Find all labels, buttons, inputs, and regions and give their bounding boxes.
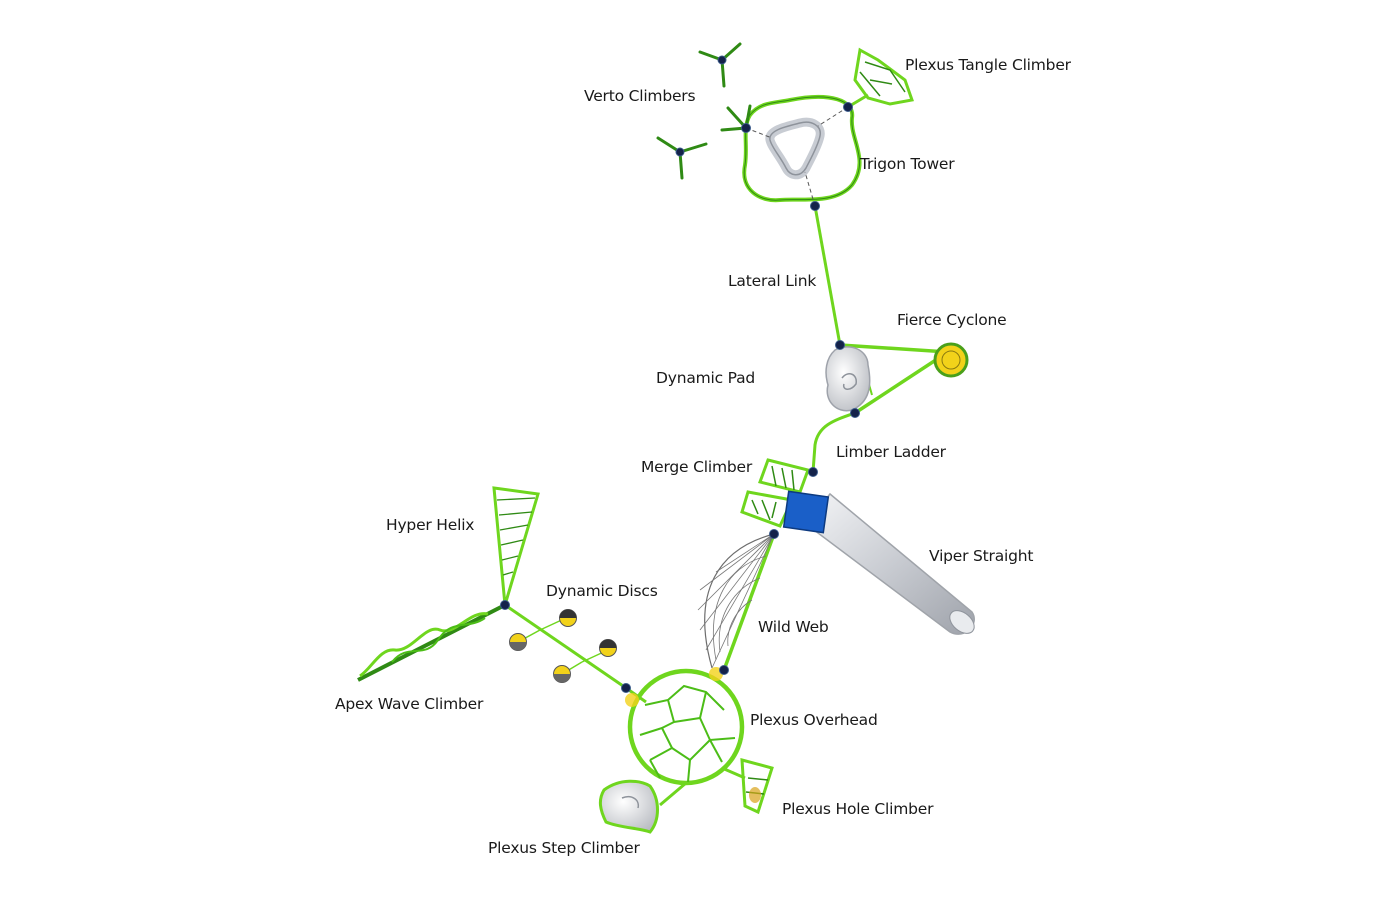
- verto-climbers: [656, 42, 752, 180]
- plexus-hole-climber: [740, 758, 774, 815]
- label-plexus-step-climber: Plexus Step Climber: [488, 839, 640, 857]
- label-apex-wave-climber: Apex Wave Climber: [335, 695, 484, 713]
- label-fierce-cyclone: Fierce Cyclone: [897, 311, 1007, 329]
- lateral-link: [813, 205, 842, 346]
- label-dynamic-discs: Dynamic Discs: [546, 582, 658, 600]
- label-merge-climber: Merge Climber: [641, 458, 752, 476]
- trigon-tower: [742, 94, 862, 207]
- merge-climber: [740, 458, 810, 528]
- wild-web: [697, 533, 776, 671]
- dynamic-discs: [504, 603, 723, 707]
- label-plexus-tangle-climber: Plexus Tangle Climber: [905, 56, 1071, 74]
- label-dynamic-pad: Dynamic Pad: [656, 369, 756, 387]
- label-limber-ladder: Limber Ladder: [836, 443, 946, 461]
- label-lateral-link: Lateral Link: [728, 272, 817, 290]
- viper-straight: [782, 490, 975, 635]
- dynamic-pad: [825, 346, 871, 412]
- label-verto-climbers: Verto Climbers: [584, 87, 696, 105]
- hyper-helix: [492, 486, 540, 606]
- plexus-step-climber: [598, 779, 659, 834]
- connection-nodes: [500, 55, 860, 693]
- label-hyper-helix: Hyper Helix: [386, 516, 475, 534]
- label-wild-web: Wild Web: [758, 618, 829, 636]
- plexus-overhead: [627, 668, 746, 807]
- apex-wave-climber: [357, 603, 506, 682]
- limber-ladder: [811, 411, 856, 473]
- label-plexus-overhead: Plexus Overhead: [750, 711, 878, 729]
- label-viper-straight: Viper Straight: [929, 547, 1034, 565]
- plexus-tangle-climber: [847, 47, 914, 109]
- label-trigon-tower: Trigon Tower: [860, 155, 955, 173]
- label-plexus-hole-climber: Plexus Hole Climber: [782, 800, 934, 818]
